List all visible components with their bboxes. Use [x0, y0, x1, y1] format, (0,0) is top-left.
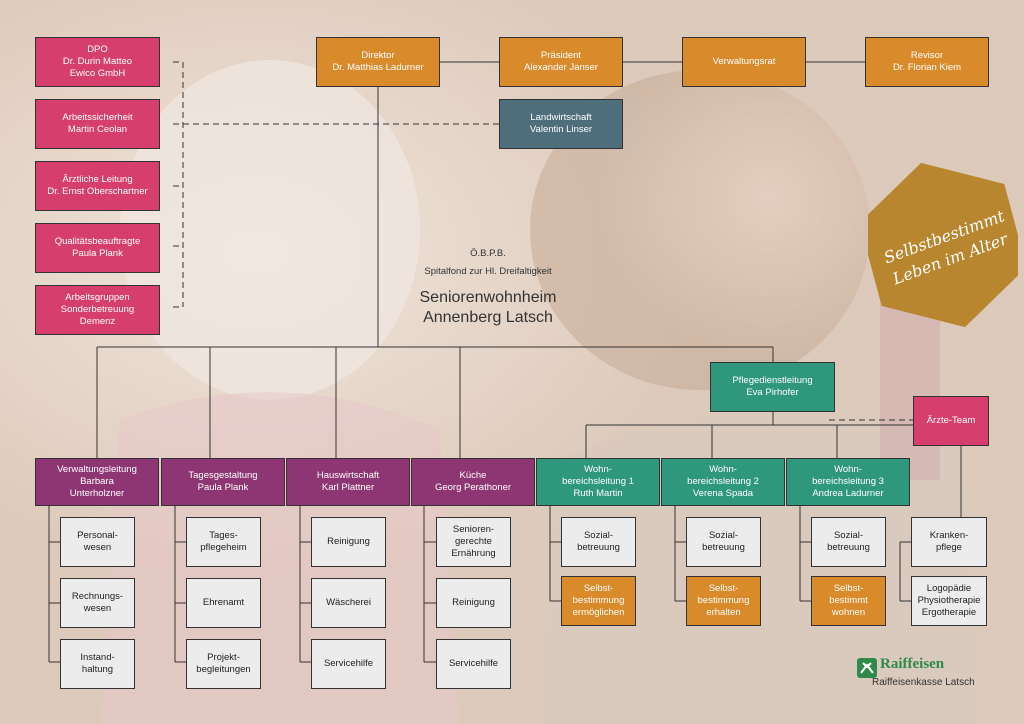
landwirtschaft-box: Landwirtschaft Valentin Linser	[499, 99, 623, 149]
aerzte-team-box: Ärzte-Team	[913, 396, 989, 446]
qualitaetsbeauftragte-box: Qualitätsbeauftragte Paula Plank	[35, 223, 160, 273]
arbeitsgruppen-box: Arbeitsgruppen Sonderbetreuung Demenz	[35, 285, 160, 335]
tagesgestaltung-box: Tagesgestaltung Paula Plank	[161, 458, 285, 506]
therapie-box: Logopädie Physiotherapie Ergotherapie	[911, 576, 987, 626]
servicehilfe-hauswirtschaft-box: Servicehilfe	[311, 639, 386, 689]
selbstbestimmung-1-box: Selbst- bestimmung ermöglichen	[561, 576, 636, 626]
hauswirtschaft-box: Hauswirtschaft Karl Plattner	[286, 458, 410, 506]
projektbegleitungen-box: Projekt- begleitungen	[186, 639, 261, 689]
sozialbetreuung-3-box: Sozial- betreuung	[811, 517, 886, 567]
direktor-box: Direktor Dr. Matthias Ladurner	[316, 37, 440, 87]
rechnungswesen-box: Rechnungs- wesen	[60, 578, 135, 628]
wohnbereichsleitung-3-box: Wohn- bereichsleitung 3 Andrea Ladurner	[786, 458, 910, 506]
org-title-line2: Annenberg Latsch	[423, 309, 553, 326]
sponsor-subtitle: Raiffeisenkasse Latsch	[872, 677, 975, 688]
selbstbestimmung-2-box: Selbst- bestimmung erhalten	[686, 576, 761, 626]
sozialbetreuung-2-box: Sozial- betreuung	[686, 517, 761, 567]
selbstbestimmung-3-box: Selbst- bestimmt wohnen	[811, 576, 886, 626]
verwaltungsleitung-box: Verwaltungsleitung Barbara Unterholzner	[35, 458, 159, 506]
wohnbereichsleitung-2-box: Wohn- bereichsleitung 2 Verena Spada	[661, 458, 785, 506]
ehrenamt-box: Ehrenamt	[186, 578, 261, 628]
wohnbereichsleitung-1-box: Wohn- bereichsleitung 1 Ruth Martin	[536, 458, 660, 506]
instandhaltung-box: Instand- haltung	[60, 639, 135, 689]
waescherei-box: Wäscherei	[311, 578, 386, 628]
org-title-line1: Seniorenwohnheim	[419, 289, 557, 306]
krankenpflege-box: Kranken- pflege	[911, 517, 987, 567]
servicehilfe-kueche-box: Servicehilfe	[436, 639, 511, 689]
org-abbrev: Ö.B.P.B.	[470, 248, 506, 259]
dpo-box: DPO Dr. Durin Matteo Ewico GmbH	[35, 37, 160, 87]
pflegedienstleitung-box: Pflegedienstleitung Eva Pirhofer	[710, 362, 835, 412]
seniorengerechte-ernaehrung-box: Senioren- gerechte Ernährung	[436, 517, 511, 567]
kueche-box: Küche Georg Perathoner	[411, 458, 535, 506]
arbeitssicherheit-box: Arbeitssicherheit Martin Ceolan	[35, 99, 160, 149]
tagespflegeheim-box: Tages- pflegeheim	[186, 517, 261, 567]
sponsor-name: Raiffeisen	[880, 656, 945, 672]
aerztliche-leitung-box: Ärztliche Leitung Dr. Ernst Oberschartne…	[35, 161, 160, 211]
verwaltungsrat-box: Verwaltungsrat	[682, 37, 806, 87]
personalwesen-box: Personal- wesen	[60, 517, 135, 567]
praesident-box: Präsident Alexander Janser	[499, 37, 623, 87]
slogan-badge: Selbstbestimmt Leben im Alter	[868, 162, 1018, 328]
reinigung-hauswirtschaft-box: Reinigung	[311, 517, 386, 567]
revisor-box: Revisor Dr. Florian Kiem	[865, 37, 989, 87]
org-subtitle: Spitalfond zur Hl. Dreifaltigkeit	[424, 266, 552, 277]
reinigung-kueche-box: Reinigung	[436, 578, 511, 628]
raiffeisen-logo-icon	[857, 658, 877, 678]
sozialbetreuung-1-box: Sozial- betreuung	[561, 517, 636, 567]
